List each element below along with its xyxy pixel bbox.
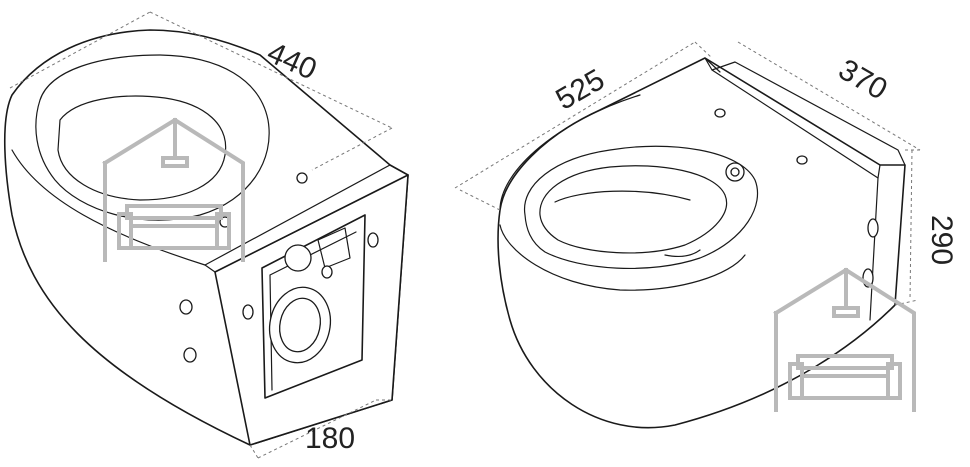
right-bowl-outer bbox=[523, 145, 759, 269]
right-rim-edge bbox=[499, 224, 746, 291]
right-body-outline bbox=[497, 57, 906, 429]
dimension-label-290: 290 bbox=[925, 215, 958, 265]
left-rim-edge bbox=[11, 149, 206, 266]
left-view-rear bbox=[3, 29, 409, 446]
right-fixing-hole-1 bbox=[714, 108, 726, 118]
left-fixing-hole-7 bbox=[367, 232, 379, 248]
right-bowl-slope bbox=[554, 190, 701, 257]
right-bowl-inner bbox=[539, 165, 728, 254]
house-sofa-watermark-icon bbox=[102, 117, 245, 262]
right-bidet-spout-inner bbox=[730, 167, 740, 177]
right-fixing-hole-2 bbox=[796, 155, 808, 165]
left-fixing-hole-5 bbox=[242, 304, 254, 320]
right-rim-top bbox=[499, 57, 721, 211]
dimension-label-370: 370 bbox=[833, 53, 893, 107]
left-inlet bbox=[284, 244, 312, 272]
left-dimensions bbox=[9, 11, 393, 459]
right-dimensions bbox=[454, 41, 922, 306]
right-rear-strip bbox=[704, 57, 906, 179]
left-bowl-opening bbox=[57, 95, 227, 201]
left-fixing-hole-3 bbox=[179, 299, 193, 315]
left-inlet-bracket bbox=[317, 227, 351, 269]
left-fixing-hole-6 bbox=[321, 265, 333, 279]
dimension-label-180: 180 bbox=[305, 422, 355, 455]
right-side-edge bbox=[869, 177, 879, 321]
left-fixing-hole-4 bbox=[183, 347, 197, 363]
house-sofa-watermark-icon bbox=[773, 267, 916, 412]
right-view-front bbox=[497, 57, 906, 429]
right-fixing-hole-3 bbox=[867, 218, 879, 238]
left-fixing-hole-1 bbox=[296, 172, 308, 184]
left-outlet-inner bbox=[278, 297, 322, 353]
left-rear-top-strip bbox=[204, 164, 409, 273]
left-rim-inner bbox=[35, 54, 270, 221]
